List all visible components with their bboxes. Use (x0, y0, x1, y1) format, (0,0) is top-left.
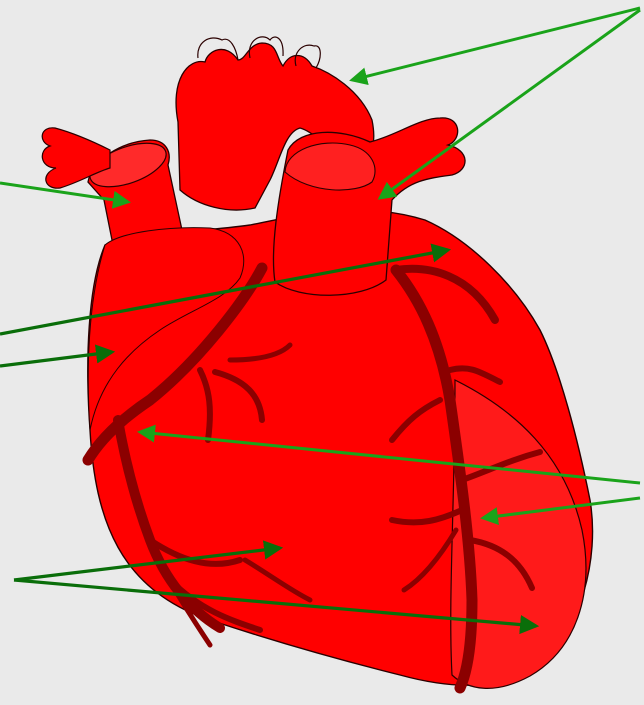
arrow-pulmonary (380, 10, 640, 198)
arrow-aortic-arch (352, 8, 640, 80)
